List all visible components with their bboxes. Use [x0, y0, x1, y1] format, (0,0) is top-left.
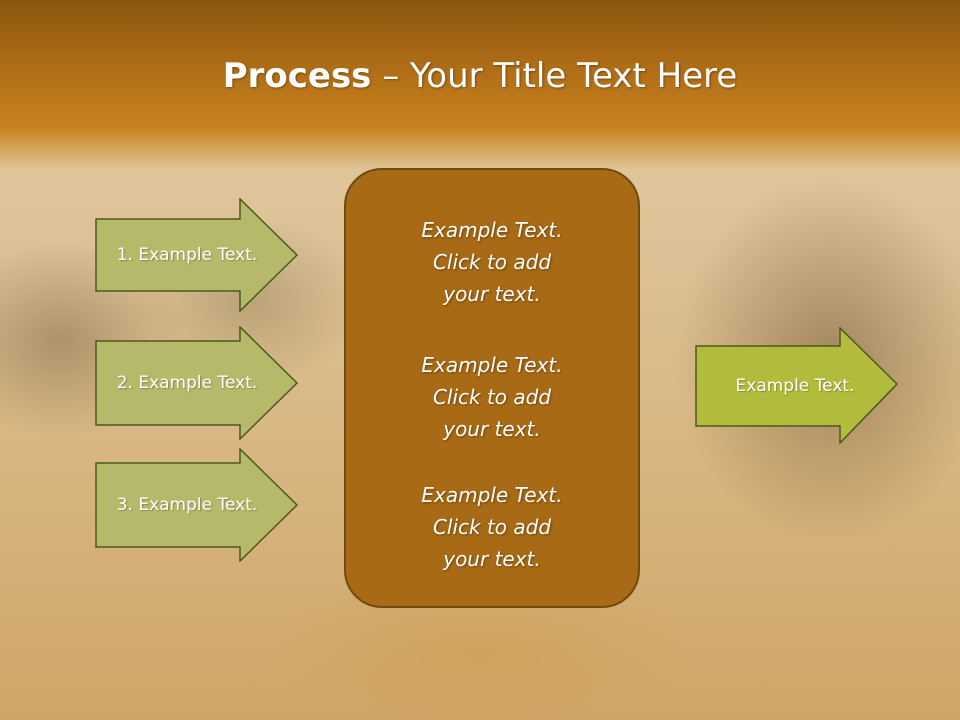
left-arrow-2-label: 2. Example Text. — [116, 373, 258, 393]
slide-title[interactable]: Process – Your Title Text Here — [0, 54, 960, 98]
center-text-block-2: Example Text. Click to add your text. — [421, 353, 563, 441]
right-arrow[interactable]: Example Text. — [695, 327, 899, 445]
left-arrow-3-label: 3. Example Text. — [116, 495, 258, 515]
title-rest: – Your Title Text Here — [371, 56, 738, 96]
center-text-block-1: Example Text. Click to add your text. — [421, 218, 563, 306]
left-arrow-1[interactable]: 1. Example Text. — [95, 198, 299, 312]
title-banner — [0, 0, 960, 170]
title-bold: Process — [222, 56, 372, 96]
left-arrow-2[interactable]: 2. Example Text. — [95, 326, 299, 440]
arrow-shape-icon — [95, 448, 299, 562]
left-arrow-1-label: 1. Example Text. — [116, 245, 258, 265]
right-arrow-label: Example Text. — [735, 376, 855, 396]
left-arrow-3[interactable]: 3. Example Text. — [95, 448, 299, 562]
arrow-shape-icon — [695, 327, 899, 445]
center-text-panel[interactable]: Example Text. Click to add your text. Ex… — [344, 168, 640, 608]
center-text-block-3: Example Text. Click to add your text. — [421, 483, 563, 571]
arrow-shape-icon — [95, 198, 299, 312]
arrow-shape-icon — [95, 326, 299, 440]
